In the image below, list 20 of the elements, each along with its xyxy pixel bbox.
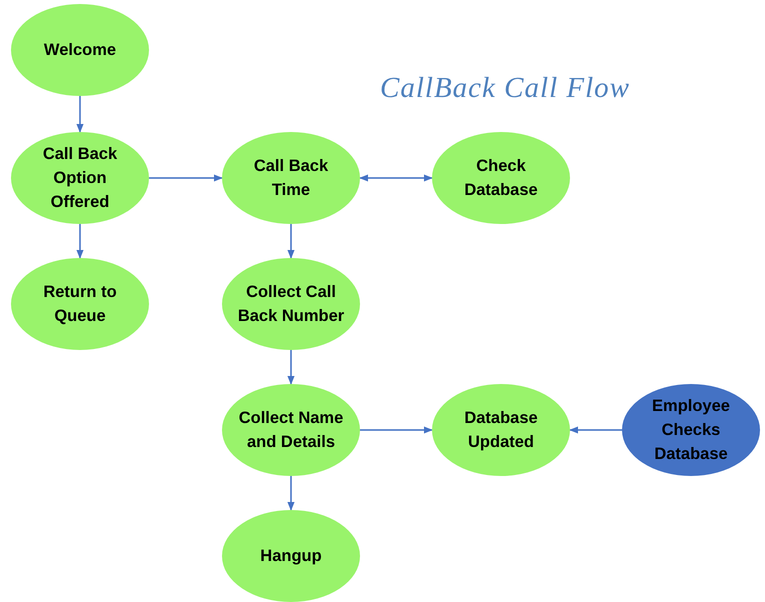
process-ellipse: Hangup: [222, 510, 360, 602]
process-ellipse: Welcome: [11, 4, 149, 96]
diagram-title: CallBack Call Flow: [380, 72, 631, 105]
arrow: [149, 174, 223, 182]
arrow: [569, 426, 622, 434]
process-ellipse: Return to Queue: [11, 258, 149, 350]
arrow: [360, 426, 433, 434]
process-ellipse: Check Database: [432, 132, 570, 224]
process-ellipse: Collect Call Back Number: [222, 258, 360, 350]
arrow: [76, 96, 84, 133]
arrow: [76, 224, 84, 259]
process-ellipse: Employee Checks Database: [622, 384, 760, 476]
process-ellipse: Call Back Option Offered: [11, 132, 149, 224]
process-ellipse: Collect Name and Details: [222, 384, 360, 476]
process-ellipse: Database Updated: [432, 384, 570, 476]
arrow: [287, 350, 295, 385]
process-ellipse: Call Back Time: [222, 132, 360, 224]
arrow: [287, 476, 295, 511]
arrow: [359, 174, 433, 182]
arrow: [287, 224, 295, 259]
